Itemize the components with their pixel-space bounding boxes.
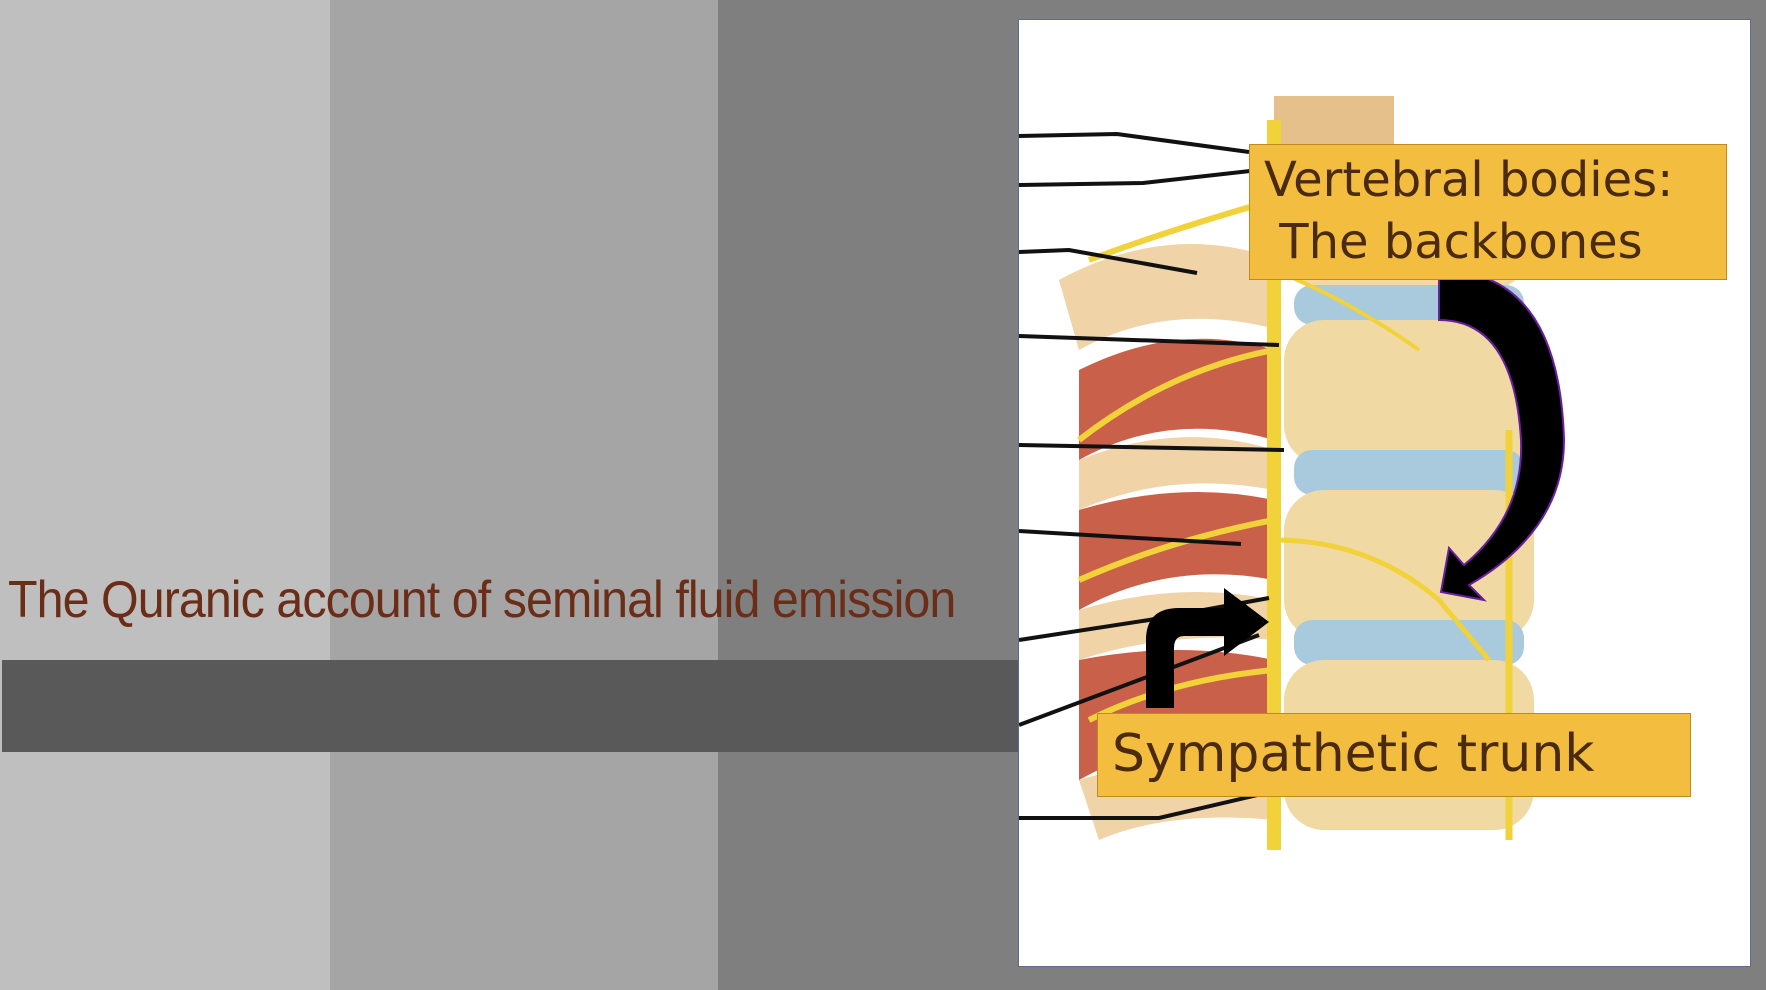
callout-vertebral-line1: Vertebral bodies:	[1264, 152, 1674, 208]
title-underline-bar	[2, 660, 1018, 752]
slide-title: The Quranic account of seminal fluid emi…	[8, 571, 956, 629]
background-band-light	[0, 0, 330, 990]
bent-arrow-icon	[1146, 588, 1269, 708]
label-leader-lines	[1019, 131, 1285, 820]
spine-illustration: Vertebral bodies: The backbones Sympathe…	[1018, 19, 1751, 967]
callout-vertebral-bodies: Vertebral bodies: The backbones	[1249, 144, 1727, 280]
callout-sympathetic-trunk: Sympathetic trunk	[1097, 713, 1691, 797]
curved-arrow-icon	[1438, 268, 1566, 602]
background-band-mid	[330, 0, 718, 990]
callout-vertebral-line2: The backbones	[1264, 214, 1643, 270]
